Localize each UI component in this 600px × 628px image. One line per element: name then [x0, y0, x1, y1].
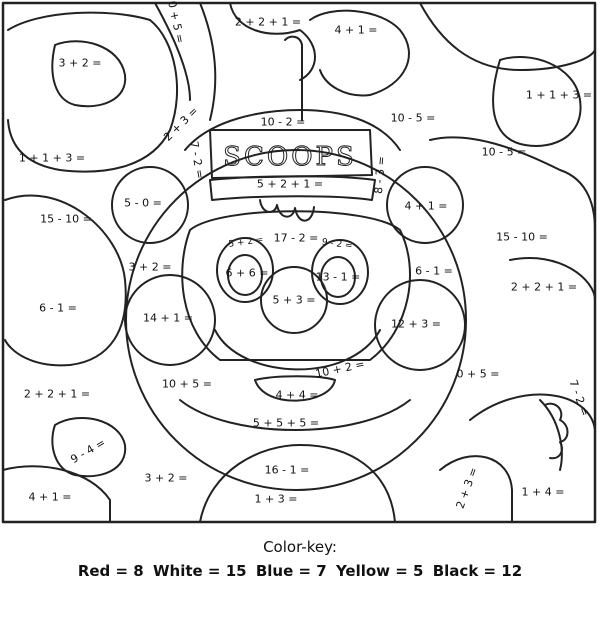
top-arc-2 — [199, 2, 217, 121]
equation-label: 1 + 3 = — [254, 492, 298, 506]
equation-label: 3 + 2 = — [144, 471, 188, 485]
equation-label: 4 + 1 = — [28, 490, 72, 504]
equation-label: 10 - 5 = — [481, 145, 527, 159]
mouth-smile — [214, 329, 381, 371]
equation-label: 6 - 1 = — [39, 301, 77, 315]
left-eye-outer — [216, 237, 274, 303]
left-eye-inner — [227, 254, 263, 296]
equation-label: 2 + 2 + 1 = — [510, 280, 578, 294]
top-center-cloud — [229, 2, 316, 81]
hat-stem — [284, 35, 303, 121]
right-big-blob — [509, 257, 596, 301]
equation-label: 13 - 1 = — [315, 270, 361, 284]
equation-label: 2 + 2 + 1 = — [234, 15, 302, 29]
equation-label: 10 + 5 = — [162, 377, 212, 391]
ball-14-1 — [124, 274, 216, 366]
equation-label: 6 + 6 = — [225, 266, 269, 280]
equation-label: 5 - 0 = — [124, 196, 162, 210]
equation-label: 14 + 1 = — [143, 311, 193, 325]
right-lower-blob — [469, 393, 596, 431]
right-edge-blob — [419, 2, 596, 71]
scoops-sign-text: SCOOPS — [223, 142, 357, 172]
equation-label: 15 - 10 = — [40, 212, 92, 226]
face-inner — [181, 210, 411, 361]
right-ball — [492, 55, 582, 147]
bottom-left-edge — [2, 465, 111, 523]
equation-label: 1 + 1 + 3 = — [525, 88, 593, 102]
equation-label: 1 + 1 + 3 = — [18, 151, 86, 165]
equation-label: 5 + 3 = — [272, 293, 316, 307]
equation-label: 8 - 3 = — [371, 155, 389, 195]
equation-label: 6 - 1 = — [415, 264, 453, 278]
bottom-left-blob — [51, 416, 127, 478]
color-key-blue: Blue = 7 — [255, 562, 327, 580]
equation-label: 0 + 5 = — [456, 367, 500, 381]
color-key-legend: Red = 8 White = 15 Blue = 7 Yellow = 5 B… — [0, 562, 600, 580]
color-key-yellow: Yellow = 5 — [335, 562, 424, 580]
mouth-inner — [254, 375, 336, 402]
equation-label: 10 - 2 = — [260, 115, 306, 129]
equation-label: 10 - 5 = — [390, 111, 436, 125]
top-right-blob — [309, 9, 410, 97]
hat-band — [209, 175, 376, 201]
ball-4-1 — [386, 166, 464, 244]
left-big-blob — [4, 194, 127, 367]
top-arc-1 — [154, 2, 191, 101]
ball-5-0 — [111, 166, 189, 244]
equation-label: 3 + 2 = — [58, 56, 102, 70]
small-head-top-left — [51, 40, 127, 108]
ball-12-3 — [374, 279, 466, 371]
bottom-right-blob — [439, 455, 513, 523]
color-key-red: Red = 8 — [77, 562, 144, 580]
page-frame — [1, 1, 597, 524]
equation-label: 5 + 2 + 1 = — [256, 177, 324, 191]
equation-label: 4 + 1 = — [404, 199, 448, 213]
equation-label: 15 - 10 = — [496, 230, 548, 244]
equation-label: 4 + 1 = — [334, 23, 378, 37]
equation-label: 4 + 4 = — [275, 388, 319, 402]
color-key-white: White = 15 — [152, 562, 247, 580]
nose-ball — [260, 266, 328, 334]
equation-label: 5 + 5 + 5 = — [252, 416, 320, 430]
hat-dome — [184, 109, 401, 151]
equation-label: 12 + 3 = — [391, 317, 441, 331]
equation-label: 1 + 4 = — [521, 485, 565, 499]
equation-label: 3 + 2 = — [128, 260, 172, 274]
equation-label: 2 + 2 + 1 = — [23, 387, 91, 401]
color-key-title: Color-key: — [263, 538, 337, 556]
right-mid-blob — [429, 136, 596, 231]
top-left-blob — [7, 11, 179, 173]
bottom-center-blob — [199, 444, 396, 523]
color-key-black: Black = 12 — [432, 562, 523, 580]
right-eye-inner — [320, 256, 356, 298]
left-wavy-hand — [544, 402, 569, 460]
chin-curve — [179, 399, 411, 431]
hat-sign — [209, 129, 373, 179]
bottom-right-edge — [539, 399, 563, 471]
equation-label: 16 - 1 = — [264, 463, 310, 477]
equation-label: 17 - 2 = — [273, 231, 319, 245]
